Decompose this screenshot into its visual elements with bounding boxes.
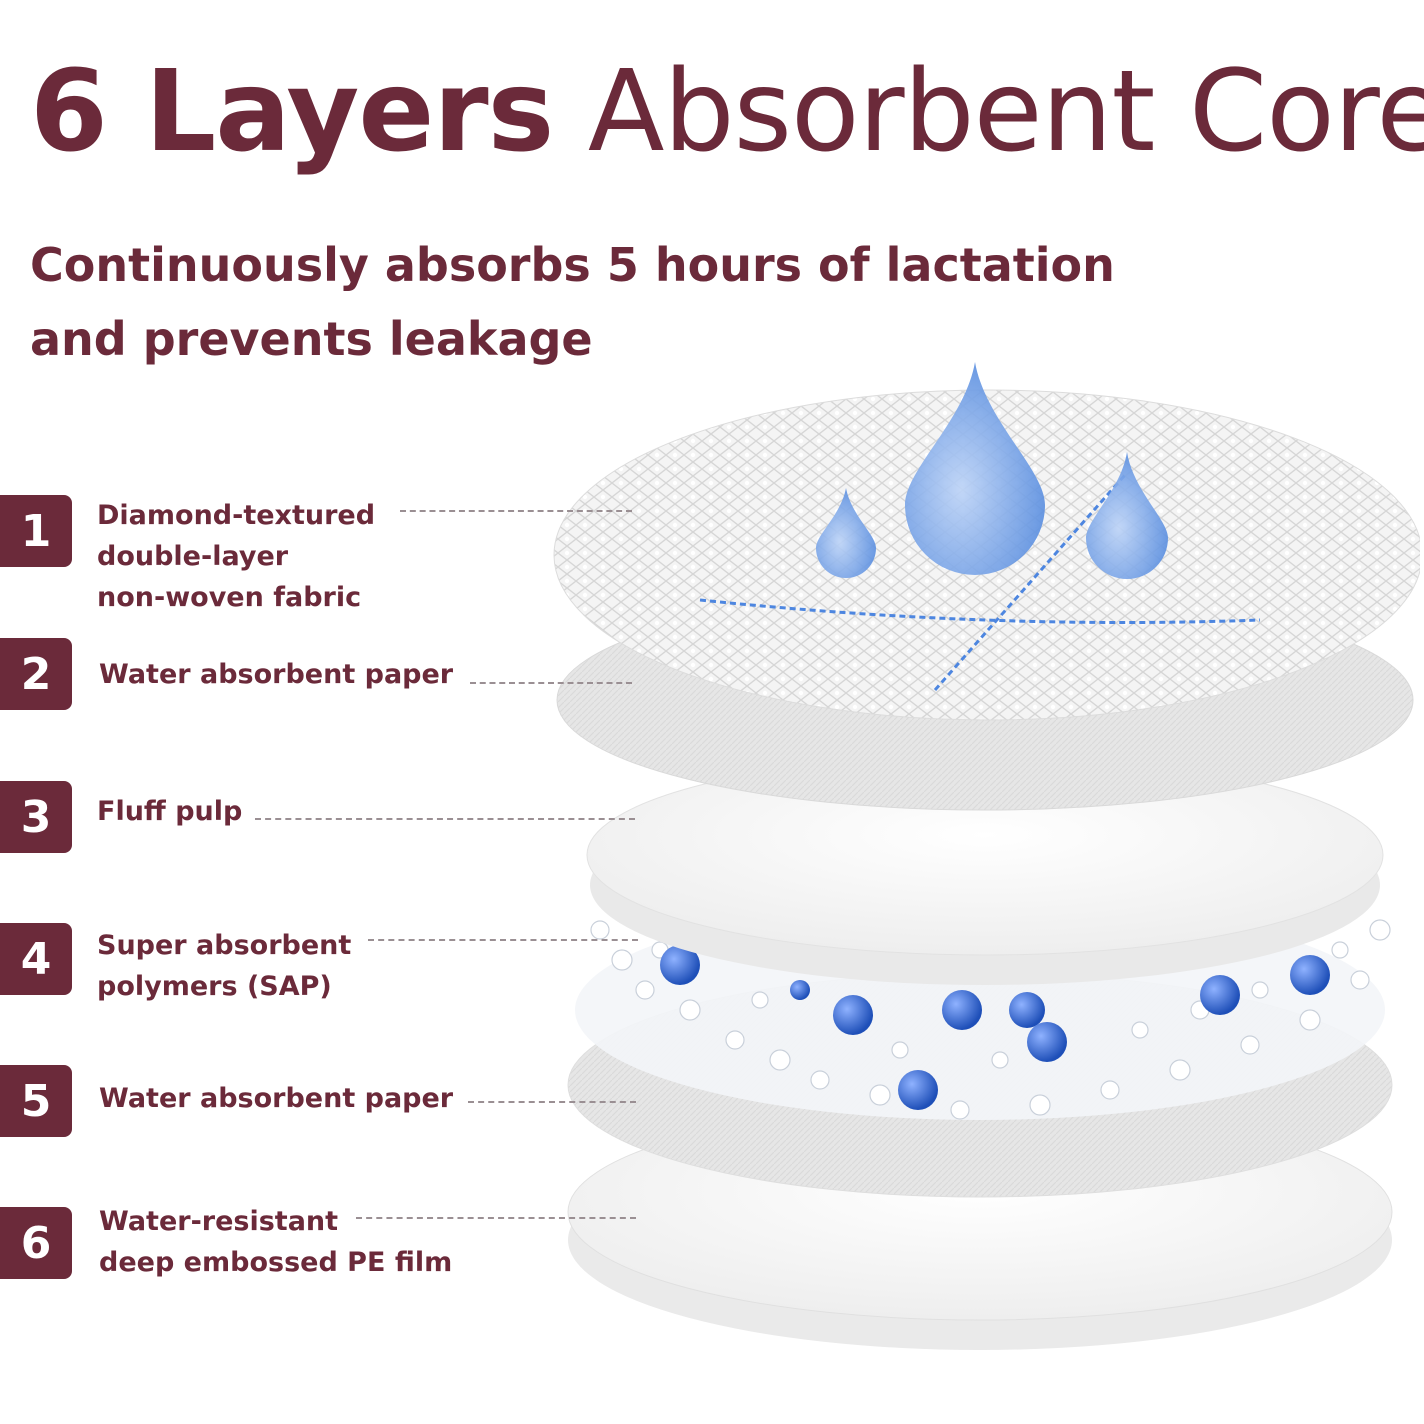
layer-2-line-1: Water absorbent paper <box>99 659 454 690</box>
layer-1-badge: 1 <box>0 495 72 567</box>
title-light: Absorbent Core <box>587 47 1424 177</box>
layer-1-line-1: Diamond-textured <box>97 500 376 531</box>
subtitle-line-2: and prevents leakage <box>30 312 593 366</box>
layer-1-line-3: non-woven fabric <box>97 582 362 613</box>
layer-5-badge: 5 <box>0 1065 72 1137</box>
layer-6-badge: 6 <box>0 1207 72 1279</box>
layer-1-label: Diamond-textured double-layer non-woven … <box>97 495 375 618</box>
layer-6-leader <box>356 1217 636 1219</box>
layer-1-line-2: double-layer <box>97 541 289 572</box>
layer-3-badge: 3 <box>0 781 72 853</box>
layer-6-label: Water-resistant deep embossed PE film <box>99 1201 452 1283</box>
layer-2-leader <box>470 682 632 684</box>
page-title: 6 Layers Absorbent Core <box>30 48 1424 177</box>
layer-5-leader <box>468 1101 636 1103</box>
subtitle: Continuously absorbs 5 hours of lactatio… <box>30 228 1115 376</box>
layer-4-line-2: polymers (SAP) <box>97 971 332 1002</box>
layer-2-label: Water absorbent paper <box>99 654 453 695</box>
layer-5-label: Water absorbent paper <box>99 1078 453 1119</box>
layer-3-leader <box>255 818 635 820</box>
layer-6-line-1: Water-resistant <box>99 1206 339 1237</box>
layer-1-leader <box>400 510 632 512</box>
sap-bead-icon <box>660 945 1330 1110</box>
layer-5-line-1: Water absorbent paper <box>99 1083 454 1114</box>
layers-illustration <box>553 362 1420 1350</box>
title-bold: 6 Layers <box>30 47 554 177</box>
layer-6-line-2: deep embossed PE film <box>99 1247 453 1278</box>
layer-2-badge: 2 <box>0 638 72 710</box>
layer-4-line-1: Super absorbent <box>97 930 352 961</box>
layer-4-label: Super absorbent polymers (SAP) <box>97 925 351 1007</box>
layer-3-line-1: Fluff pulp <box>97 796 243 827</box>
layer-3-disc <box>586 754 1384 985</box>
layer-4-badge: 4 <box>0 923 72 995</box>
layer-3-label: Fluff pulp <box>97 791 242 832</box>
layer-4-leader <box>368 939 638 941</box>
subtitle-line-1: Continuously absorbs 5 hours of lactatio… <box>30 238 1115 292</box>
water-drop-icon <box>816 362 1168 579</box>
